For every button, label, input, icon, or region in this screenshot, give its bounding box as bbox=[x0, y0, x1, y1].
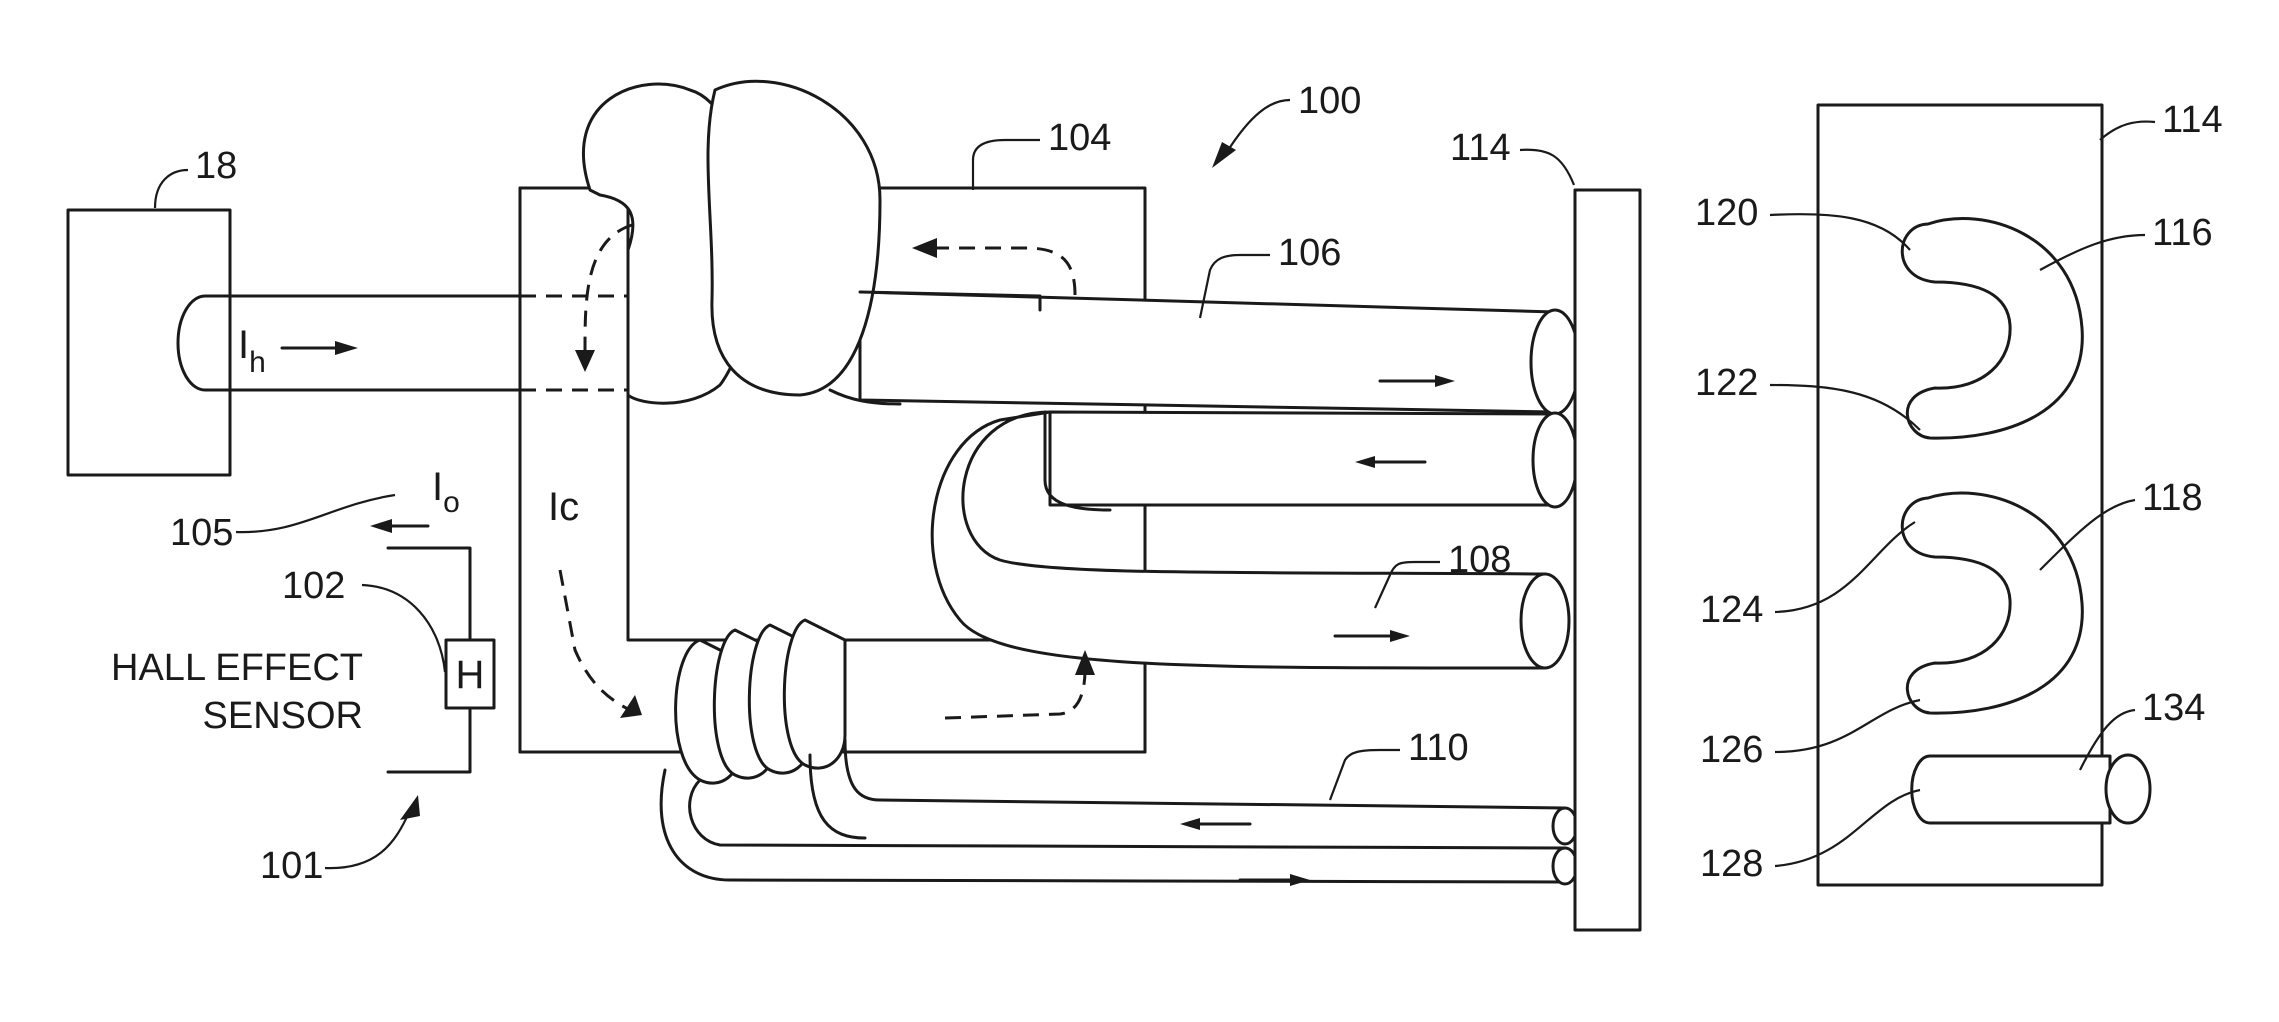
label-io-sub: o bbox=[443, 486, 460, 519]
ref-128: 128 bbox=[1700, 843, 1763, 885]
terminal-plate-114-side bbox=[1575, 190, 1640, 930]
ref-110: 110 bbox=[1408, 727, 1469, 769]
ref-100: 100 bbox=[1298, 80, 1361, 122]
lead-110-end-1 bbox=[1553, 808, 1577, 844]
leader-114-front bbox=[2100, 122, 2155, 140]
arrow-110a-head bbox=[1180, 818, 1200, 830]
conductor-106-return-tube bbox=[1050, 412, 1555, 505]
conductor-108-end bbox=[1521, 574, 1569, 668]
leader-18 bbox=[155, 170, 188, 208]
leader-104 bbox=[973, 140, 1040, 190]
upper-coil-turn-2 bbox=[708, 81, 880, 395]
conductor-106-return-end bbox=[1533, 413, 1577, 507]
leader-105 bbox=[236, 495, 395, 532]
leader-110 bbox=[1330, 750, 1400, 800]
arrow-ih-head bbox=[335, 341, 358, 355]
sensor-label-line2: SENSOR bbox=[203, 695, 363, 737]
arrow-100-head bbox=[1212, 142, 1236, 168]
leader-102 bbox=[362, 585, 445, 672]
ref-102: 102 bbox=[282, 565, 345, 607]
label-ic: Ic bbox=[548, 485, 579, 529]
ref-116: 116 bbox=[2152, 212, 2213, 254]
label-io: Io bbox=[432, 465, 460, 519]
lead-110-outer-bottom bbox=[661, 770, 1565, 882]
ref-122: 122 bbox=[1695, 362, 1758, 404]
ref-120: 120 bbox=[1695, 192, 1758, 234]
sensor-lead-top bbox=[388, 548, 470, 640]
ref-106: 106 bbox=[1278, 232, 1341, 274]
conductor-106-end bbox=[1531, 310, 1579, 414]
ref-114-side: 114 bbox=[1450, 127, 1511, 169]
leader-101 bbox=[325, 810, 410, 868]
lead-110-end-2 bbox=[1553, 848, 1577, 884]
ref-114-front: 114 bbox=[2162, 99, 2223, 141]
ref-104: 104 bbox=[1048, 117, 1111, 159]
leader-100 bbox=[1225, 100, 1290, 155]
leader-114-side bbox=[1520, 150, 1574, 185]
label-ih: Ih bbox=[238, 323, 266, 379]
ref-108: 108 bbox=[1448, 539, 1511, 581]
ref-101: 101 bbox=[260, 845, 323, 887]
ref-134: 134 bbox=[2142, 687, 2205, 729]
ref-124: 124 bbox=[1700, 589, 1763, 631]
label-io-main: I bbox=[432, 465, 443, 509]
sensor-lead-bottom bbox=[388, 708, 470, 772]
primary-conductor-cap bbox=[178, 296, 230, 390]
arrow-io-head bbox=[370, 519, 392, 533]
ref-118: 118 bbox=[2142, 477, 2203, 519]
arrow-110b-head bbox=[1290, 874, 1310, 886]
sensor-label-line1: HALL EFFECT bbox=[111, 647, 363, 689]
label-ih-main: I bbox=[238, 323, 249, 367]
ref-18: 18 bbox=[195, 145, 237, 187]
lower-coil-turn-4 bbox=[784, 620, 845, 768]
arrow-101-head bbox=[400, 795, 420, 820]
pin-terminal-134 bbox=[1912, 756, 2110, 823]
sensor-symbol: H bbox=[456, 653, 485, 697]
pin-terminal-134-end bbox=[2106, 755, 2150, 823]
ref-105: 105 bbox=[170, 512, 233, 554]
label-ih-sub: h bbox=[249, 346, 266, 379]
ref-126: 126 bbox=[1700, 729, 1763, 771]
conductor-106-tube bbox=[860, 292, 1555, 412]
